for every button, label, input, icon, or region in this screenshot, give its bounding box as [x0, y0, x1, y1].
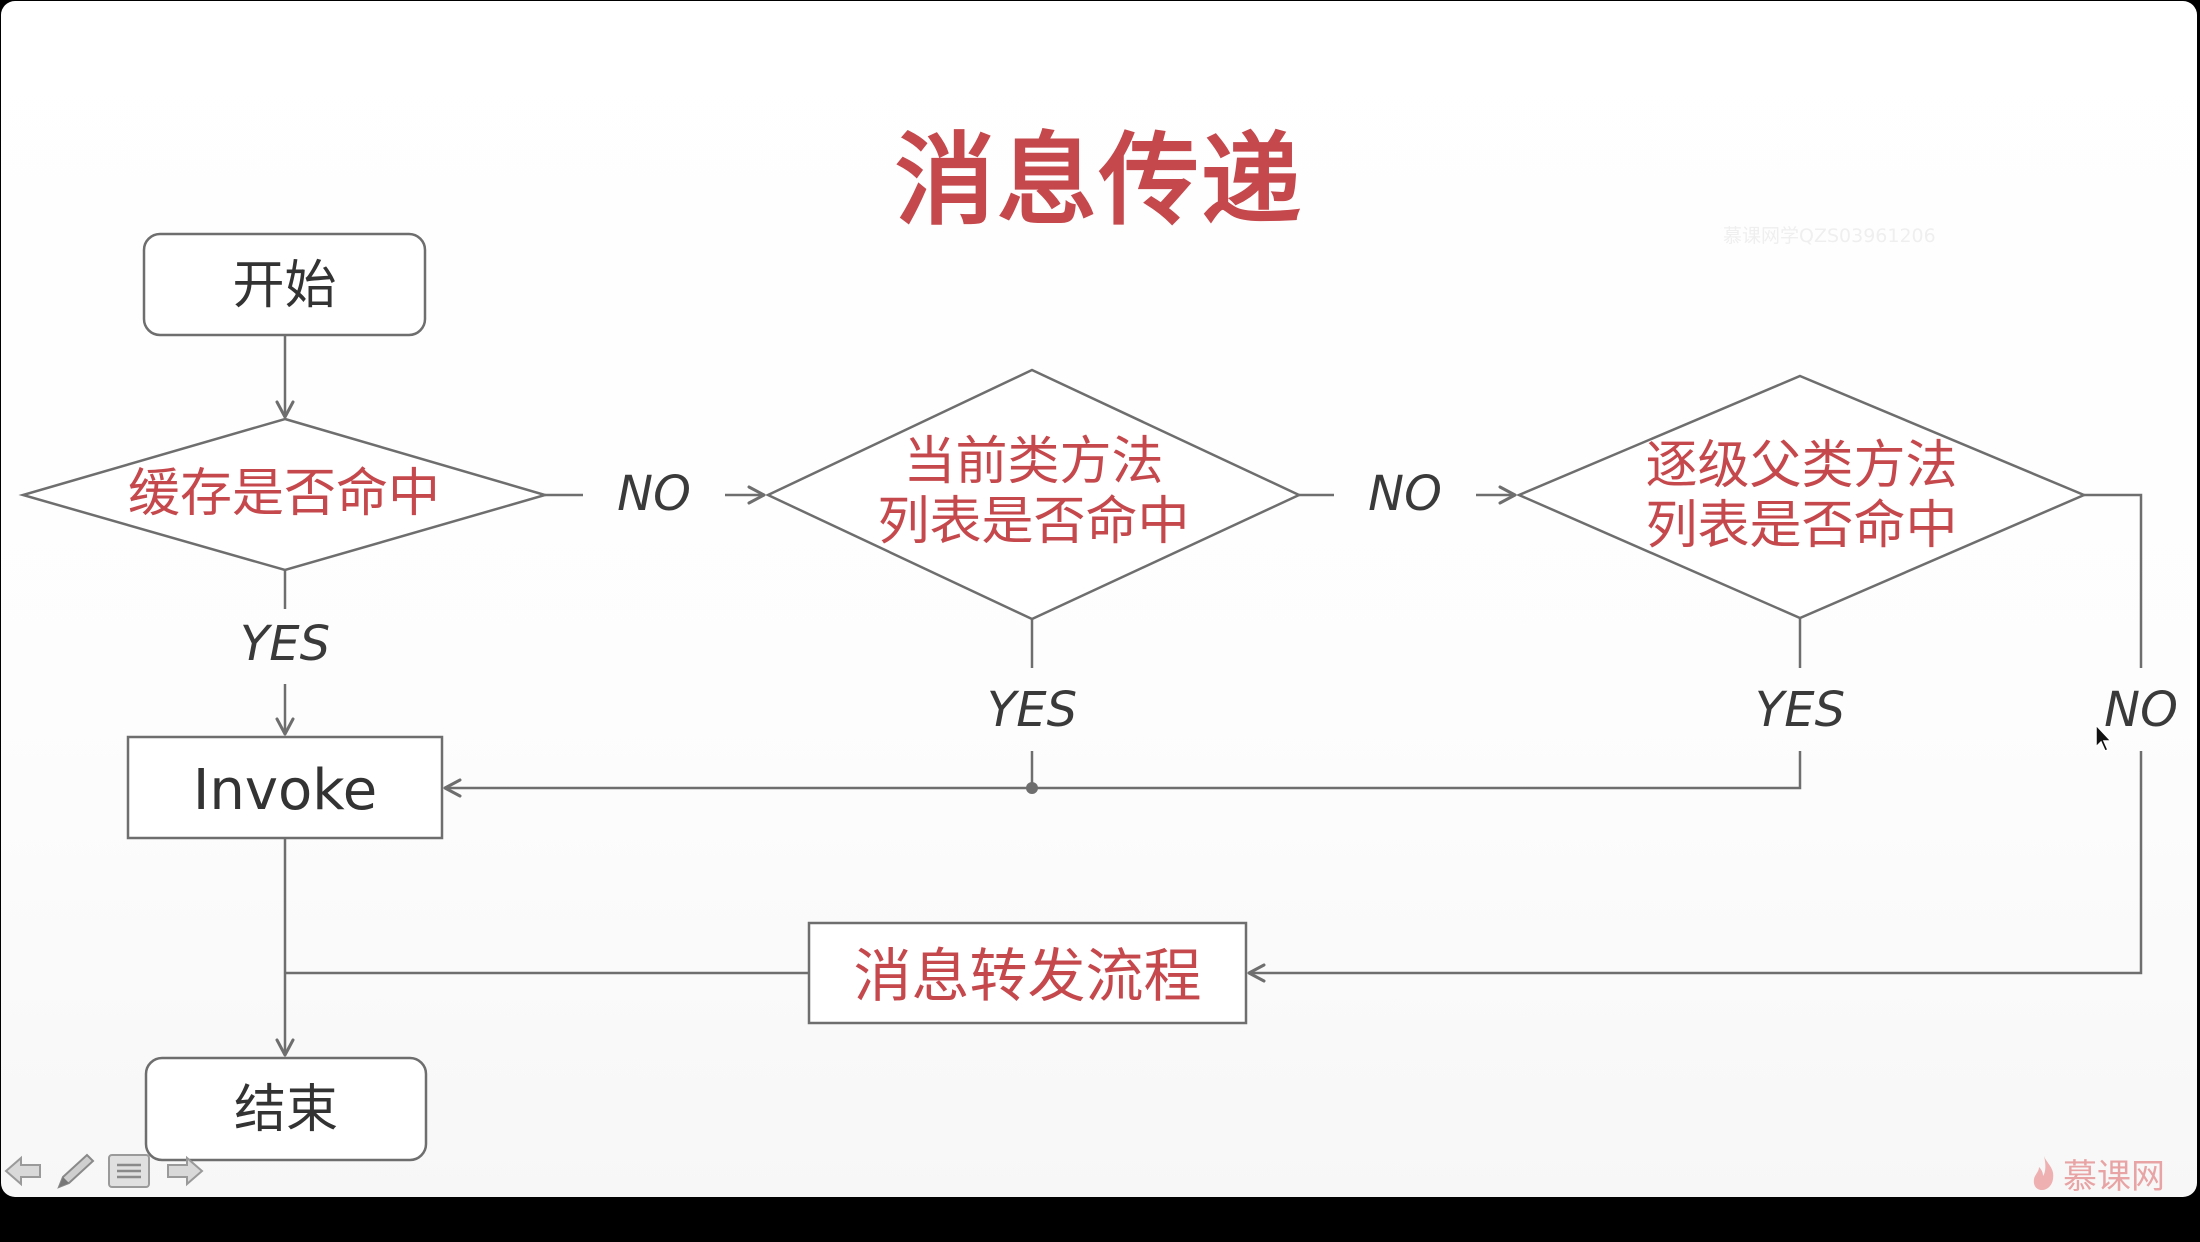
edge-label-no-1: NO [617, 466, 691, 522]
pen-icon [57, 1153, 95, 1189]
next-slide-button[interactable] [163, 1149, 207, 1193]
forwarding-node [807, 921, 1248, 1025]
end-node [144, 1056, 428, 1162]
menu-button[interactable] [107, 1149, 151, 1193]
menu-icon [108, 1154, 150, 1188]
edge-label-yes-2: YES [986, 682, 1078, 738]
imooc-logo: 慕课网 [2031, 1151, 2165, 1197]
edge-label-yes-3: YES [1754, 682, 1846, 738]
edge-label-no-2: NO [1368, 466, 1442, 522]
slide-title: 消息传递 [895, 122, 1303, 239]
flame-icon [2033, 1156, 2054, 1190]
watermark: 慕课网学QZS03961206 [1723, 225, 1936, 247]
invoke-node [126, 735, 444, 840]
super-method-label-2: 列表是否命中 [1645, 496, 1958, 556]
bottom-black-bar [0, 1197, 2200, 1242]
logo-text: 慕课网 [2063, 1156, 2165, 1197]
pen-tool-button[interactable] [53, 1149, 97, 1193]
presentation-toolbar [1, 1149, 221, 1193]
edge-label-yes-1: YES [239, 616, 331, 672]
forwarding-label: 消息转发流程 [853, 942, 1202, 1010]
next-arrow-icon [167, 1155, 204, 1187]
mouse-cursor-icon [2095, 723, 2113, 752]
prev-arrow-icon [4, 1155, 41, 1187]
edge-super-no-a [2084, 493, 2143, 668]
flowchart [18, 232, 2143, 1162]
start-label: 开始 [232, 256, 337, 316]
cache-hit-label: 缓存是否命中 [127, 464, 440, 524]
prev-slide-button[interactable] [1, 1149, 45, 1193]
edge-label-no-3: NO [2104, 682, 2178, 738]
junction-dot [1026, 782, 1038, 794]
edge-super-yes-b [443, 751, 1802, 798]
slide: 消息传递 慕课网学QZS03961206 [1, 1, 2197, 1197]
invoke-label: Invoke [192, 758, 378, 823]
edge-super-no-b [1247, 751, 2143, 983]
super-method-label-1: 逐级父类方法 [1645, 436, 1958, 496]
end-label: 结束 [233, 1080, 338, 1140]
class-method-label-2: 列表是否命中 [877, 492, 1190, 552]
class-method-label-1: 当前类方法 [903, 432, 1164, 492]
